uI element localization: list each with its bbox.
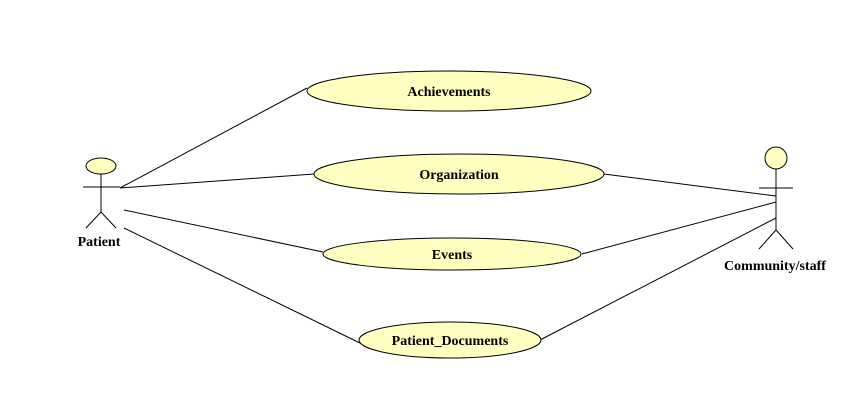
use-case-label: Events: [432, 248, 473, 263]
actor-community-staff[interactable]: Community/staff: [724, 146, 826, 274]
actor-right-leg: [775, 229, 794, 250]
use-case-organization[interactable]: Organization: [313, 153, 605, 195]
use-case-label: Achievements: [407, 85, 491, 100]
actor-head: [85, 157, 117, 175]
assoc-staff-documents: [539, 217, 777, 341]
use-case-label: Patient_Documents: [392, 334, 509, 349]
assoc-staff-events: [581, 201, 777, 255]
use-case-events[interactable]: Events: [322, 237, 582, 271]
actor-left-leg: [758, 229, 777, 250]
assoc-staff-organization: [603, 173, 777, 197]
actor-patient[interactable]: Patient: [78, 157, 121, 250]
use-case-achievements[interactable]: Achievements: [306, 70, 592, 112]
assoc-patient-organization: [119, 173, 315, 189]
actor-label: Patient: [78, 235, 121, 250]
actor-left-leg: [85, 211, 102, 229]
actor-head: [764, 146, 788, 170]
assoc-patient-events: [123, 209, 324, 253]
assoc-patient-achievements: [119, 87, 308, 189]
actor-right-leg: [100, 211, 117, 229]
use-case-label: Organization: [419, 168, 499, 183]
associations: [119, 87, 777, 345]
actor-label: Community/staff: [724, 259, 826, 274]
assoc-patient-documents: [123, 227, 363, 345]
use-case-patient-documents[interactable]: Patient_Documents: [358, 321, 542, 359]
